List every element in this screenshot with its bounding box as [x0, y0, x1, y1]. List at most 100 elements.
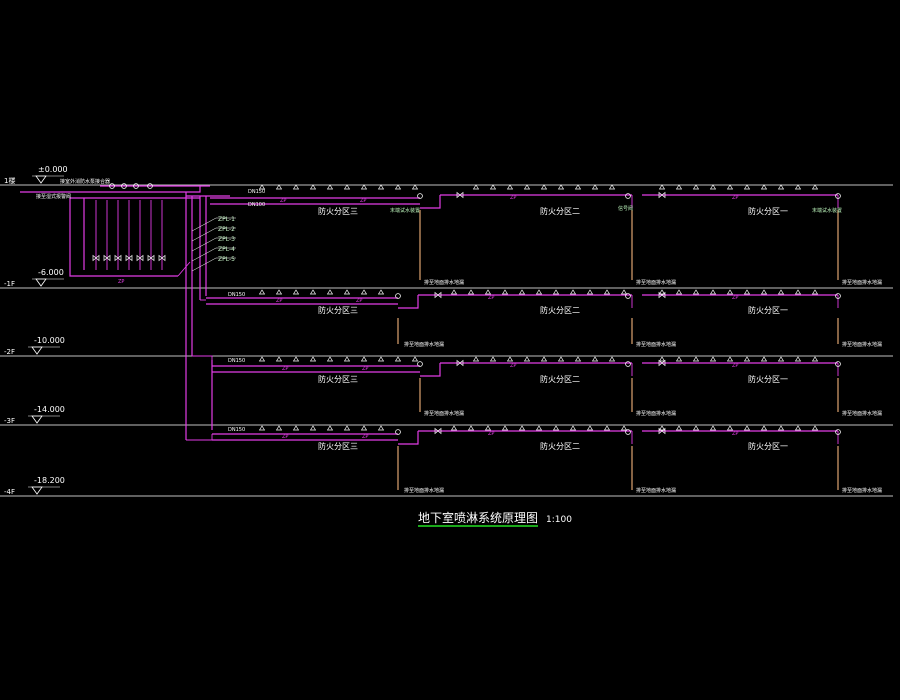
sprinkler-head-icon: [692, 184, 700, 190]
test-valve-icon: [625, 193, 631, 199]
sprinkler-head-icon: [377, 356, 385, 362]
sprinkler-head-icon: [760, 356, 768, 362]
sprinkler-head-icon: [692, 356, 700, 362]
sprinkler-head-icon: [292, 425, 300, 431]
incoming-pipe: [20, 186, 201, 193]
sprinkler-head-icon: [450, 425, 458, 431]
sprinkler-head-icon: [377, 425, 385, 431]
sprinkler-head-icon: [811, 425, 819, 431]
sprinkler-head-icon: [535, 289, 543, 295]
sprinkler-head-icon: [275, 289, 283, 295]
test-valve-icon: [395, 293, 401, 299]
zone-label-b2-1: 防火分区一: [748, 305, 788, 315]
valve-icon: [456, 191, 464, 199]
annotation-notes: 接室外消防水泵接合器 接至湿式报警阀 DN150 DN150 DN150 DN1…: [36, 178, 882, 494]
sprinkler-head-icon: [309, 289, 317, 295]
riser-to-floor4: [186, 434, 213, 441]
signal-valve-note-b1: 信号阀: [618, 205, 633, 212]
zone-label-b1-1: 防火分区一: [748, 206, 788, 216]
zone-label-b4-3: 防火分区三: [318, 441, 358, 451]
zone-label-b1-2: 防火分区二: [540, 206, 580, 216]
zone-label-b3-1: 防火分区一: [748, 374, 788, 384]
test-valve-icon: [625, 361, 631, 367]
sprinkler-head-icon: [523, 184, 531, 190]
test-valve-icon: [835, 293, 841, 299]
sprinkler-head-icon: [743, 425, 751, 431]
valve-icon: [658, 191, 666, 199]
sprinkler-head-icon: [518, 425, 526, 431]
floor-label-4: -3F: [4, 417, 15, 425]
sprinkler-head-icon: [523, 356, 531, 362]
sprinkler-head-icon: [472, 184, 480, 190]
sprinkler-head-icon: [343, 289, 351, 295]
zp-tag-floor3-c: ZP: [510, 363, 516, 369]
test-valve-icon: [625, 293, 631, 299]
test-valve-icon: [109, 183, 115, 189]
riser-leader-3: [191, 237, 217, 252]
riser-tag-3: ZPL-3: [218, 236, 235, 243]
sprinkler-head-icon: [569, 289, 577, 295]
sprinkler-head-icon: [394, 184, 402, 190]
valve-icon: [92, 254, 100, 262]
riser-leader-2: [191, 227, 217, 242]
drawing-scale: 1:100: [546, 515, 572, 525]
drain-note-b1-3: 排至地面排水地漏: [424, 279, 464, 286]
sprinkler-head-icon: [377, 289, 385, 295]
zp-tag-floor3-d: ZP: [732, 363, 738, 369]
drawing-title-block: 地下室喷淋系统原理图 1:100: [418, 510, 572, 527]
zp-tag-floor4-c: ZP: [488, 431, 494, 437]
floor-label-3: -2F: [4, 348, 15, 356]
test-valve-note-b1-end: 末端试水装置: [812, 207, 842, 214]
sprinkler-head-icon: [450, 289, 458, 295]
elevation-label-4: -14.000: [34, 405, 65, 414]
test-valve-icon: [133, 183, 139, 189]
zone-label-b2-2: 防火分区二: [540, 305, 580, 315]
floor-label-5: -4F: [4, 488, 15, 496]
sprinkler-head-icon: [275, 356, 283, 362]
sprinkler-head-icon: [518, 289, 526, 295]
drain-note-b4-2: 排至地面排水地漏: [636, 487, 676, 494]
drain-note-b1-2: 排至地面排水地漏: [636, 279, 676, 286]
sprinkler-head-icon: [574, 184, 582, 190]
test-valve-icon: [417, 361, 423, 367]
test-valve-icon: [835, 193, 841, 199]
sprinkler-head-icon: [292, 289, 300, 295]
level-labels: 1楼 ±0.000 -1F -6.000 -2F -10.000 -3F -14…: [4, 165, 68, 496]
sprinkler-head-icon: [709, 356, 717, 362]
zp-tag-floor3-b: ZP: [362, 366, 368, 372]
riser-leader-1: [191, 217, 217, 232]
valves: [92, 183, 841, 435]
sprinkler-head-icon: [489, 184, 497, 190]
drain-note-b4-3: 排至地面排水地漏: [404, 487, 444, 494]
sprinkler-head-icon: [326, 184, 334, 190]
valve-icon: [434, 291, 442, 299]
sprinkler-head-icon: [760, 289, 768, 295]
sprinkler-head-icon: [360, 289, 368, 295]
drain-note-b3-3: 排至地面排水地漏: [424, 410, 464, 417]
test-valve-icon: [121, 183, 127, 189]
sprinkler-head-icon: [777, 184, 785, 190]
sprinkler-head-icon: [343, 425, 351, 431]
valve-icon: [125, 254, 133, 262]
floor-level-lines: [0, 184, 893, 497]
sprinkler-head-icon: [811, 289, 819, 295]
sprinkler-head-icon: [658, 425, 666, 431]
sprinkler-head-icon: [309, 425, 317, 431]
pipe-size-b1b: DN100: [248, 202, 265, 208]
zone-label-b4-1: 防火分区一: [748, 441, 788, 451]
sprinkler-head-icon: [777, 356, 785, 362]
sprinkler-head-icon: [552, 289, 560, 295]
sprinkler-head-icon: [557, 356, 565, 362]
note-top-connection: 接室外消防水泵接合器: [60, 178, 110, 185]
floor-label-2: -1F: [4, 280, 15, 288]
zone-label-b3-3: 防火分区三: [318, 374, 358, 384]
riser-to-floor3: [192, 355, 213, 366]
sprinkler-head-icon: [586, 289, 594, 295]
valve-icon: [658, 291, 666, 299]
pipe-size-b3: DN150: [228, 358, 245, 364]
zone-label-b1-3: 防火分区三: [318, 206, 358, 216]
sprinkler-head-icon: [484, 425, 492, 431]
sprinkler-head-icon: [591, 356, 599, 362]
sprinkler-head-icon: [811, 184, 819, 190]
